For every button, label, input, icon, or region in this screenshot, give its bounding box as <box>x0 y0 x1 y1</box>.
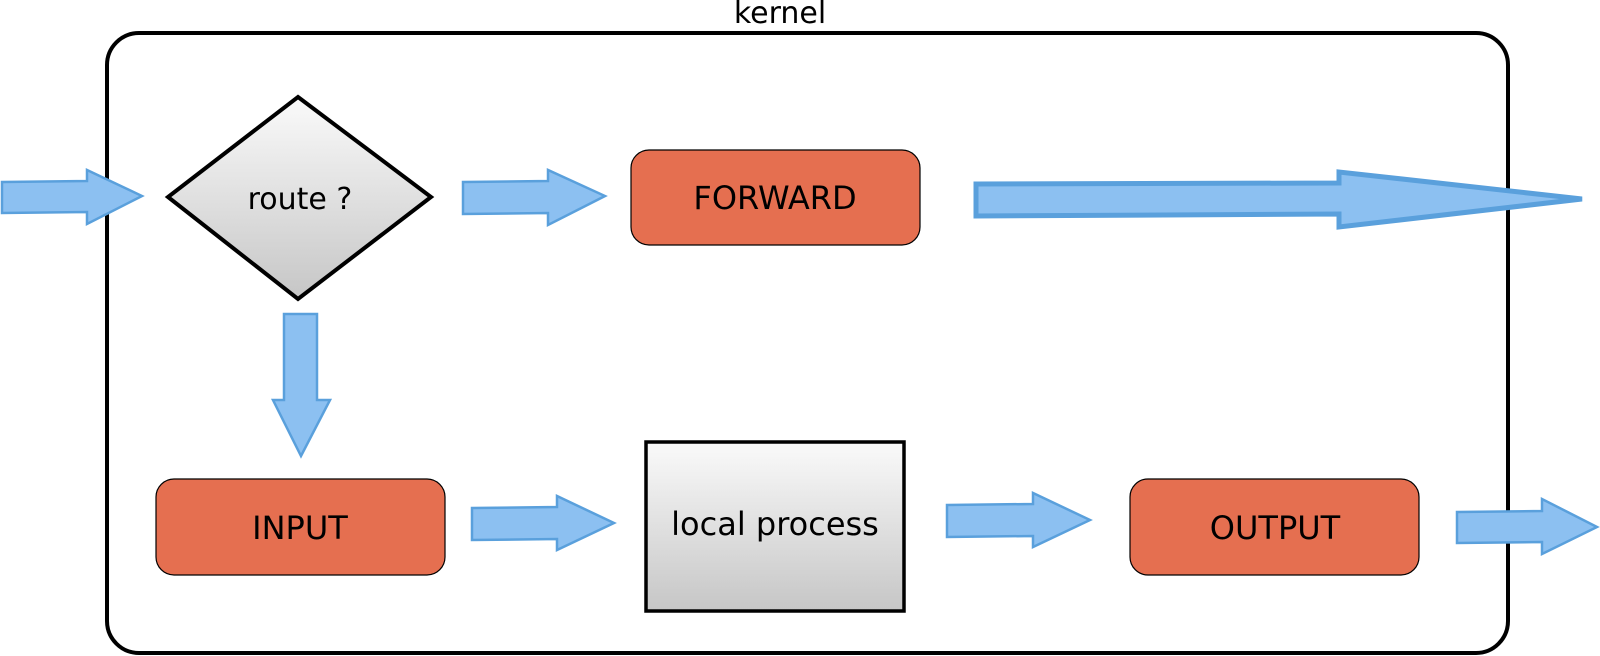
arrow-in-to-route <box>0 168 145 227</box>
input-chain-label: INPUT <box>252 509 348 547</box>
kernel-label: kernel <box>734 0 826 31</box>
forward-chain-label: FORWARD <box>693 179 856 217</box>
forward-chain-box <box>630 149 921 246</box>
kernel-container <box>105 31 1510 655</box>
output-chain-label: OUTPUT <box>1210 509 1341 547</box>
local-process-label: local process <box>671 505 879 543</box>
input-chain-box <box>155 478 446 576</box>
arrow-forward-to-outside <box>973 169 1583 230</box>
output-chain-box <box>1129 478 1420 576</box>
arrow-route-to-input <box>270 312 333 459</box>
arrow-route-to-forward <box>461 168 608 228</box>
arrow-input-to-local-process <box>470 494 617 552</box>
arrow-local-process-to-output <box>945 491 1093 549</box>
arrow-output-to-outside <box>1455 496 1600 557</box>
local-process-box <box>644 440 906 613</box>
route-decision-diamond <box>164 94 435 302</box>
route-decision-label: route ? <box>248 182 353 217</box>
